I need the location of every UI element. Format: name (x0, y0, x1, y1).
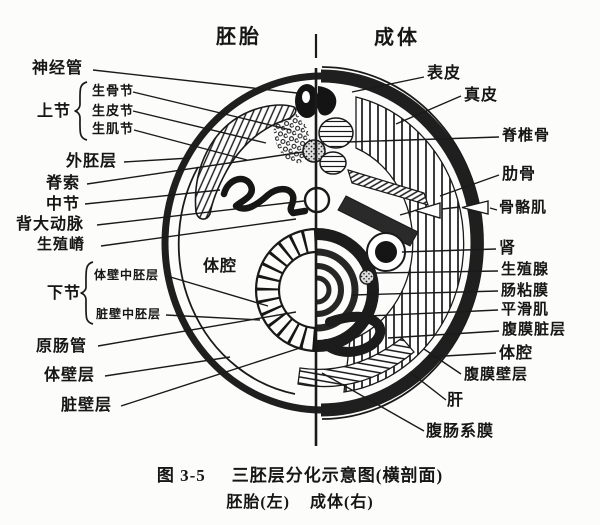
header-adult: 成体 (374, 27, 420, 49)
liver-shape (297, 337, 415, 388)
genital-ridge-ribbon (220, 175, 309, 217)
figure-subcaption: 胚胎(左) 成体(右) (0, 488, 600, 512)
label-dermis: 真皮 (464, 87, 499, 104)
vertebra-body (318, 117, 354, 149)
label-splanchnic-mesoderm: 脏壁中胚层 (96, 307, 162, 321)
label-dorsal-aorta: 背大动脉 (16, 216, 85, 233)
label-visceral-peritoneum: 腹膜脏层 (502, 322, 567, 338)
label-rib: 肋骨 (502, 166, 537, 183)
label-primitive-gut: 原肠管 (36, 338, 88, 355)
somite-crescent (194, 104, 297, 220)
gut-mucosa-2 (316, 263, 344, 317)
label-epidermis: 表皮 (427, 65, 462, 82)
label-vertebra: 脊椎骨 (502, 128, 551, 144)
label-smooth-muscle: 平滑肌 (501, 302, 550, 318)
label-parietal-peritoneum: 腹膜壁层 (464, 367, 529, 383)
label-somatic-layer: 体壁层 (44, 367, 96, 384)
deep-muscle-band (337, 195, 419, 247)
label-somatic-mesoderm: 体壁中胚层 (94, 268, 160, 282)
label-myotome: 生肌节 (92, 121, 135, 136)
label-hypomere: 下节 (47, 285, 82, 302)
label-ectoderm: 外胚层 (66, 153, 118, 170)
subcaption-embryo: 胚胎(左) (226, 494, 290, 511)
sclerotome-pebbles (273, 110, 311, 164)
gut-mucosa-3 (316, 275, 332, 305)
leader-lines-right (321, 76, 500, 432)
label-sclerotome: 生骨节 (92, 83, 135, 98)
hypomere-brace (80, 261, 94, 325)
label-mesomere: 中节 (46, 196, 81, 213)
dermis-ring (320, 69, 484, 417)
label-dermatome: 生皮节 (92, 103, 135, 118)
arrow-wedge-outer (461, 200, 489, 215)
label-neural-tube: 神经管 (32, 60, 84, 77)
label-splanchnic-layer: 脏壁层 (61, 397, 113, 414)
intestine-loop (321, 311, 386, 357)
epimere-brace (74, 81, 88, 141)
label-epimere: 上节 (37, 103, 72, 120)
arrow-wedge-inner (412, 202, 441, 219)
label-gonad: 生殖腺 (501, 262, 550, 278)
figure-caption: 图 3-5 三胚层分化示意图(横剖面) (0, 461, 600, 486)
figure-title: 三胚层分化示意图(横剖面) (231, 466, 444, 485)
label-coelom: 体腔 (499, 345, 534, 362)
kidney-core (375, 241, 397, 263)
figure-number: 图 3-5 (156, 466, 206, 485)
somatic-layer-line (177, 166, 296, 395)
label-ventral-mesentery: 腹肠系膜 (426, 423, 495, 440)
rib-shape (347, 169, 429, 206)
label-notochord: 脊索 (46, 175, 81, 192)
subcaption-adult: 成体(右) (310, 494, 374, 511)
gut-outer-left (254, 227, 318, 353)
ectoderm-ring (161, 72, 323, 414)
label-genital-ridge: 生殖嵴 (37, 237, 86, 253)
vertebra-top (318, 86, 337, 116)
label-liver: 肝 (447, 392, 465, 409)
gonad-shape (359, 269, 375, 285)
leader-lines-left (84, 69, 305, 407)
gut-lumen-left (277, 250, 318, 330)
notochord-shape (302, 139, 326, 163)
vertebra-body-2 (319, 151, 347, 175)
label-skeletal-muscle: 骨骼肌 (499, 200, 548, 216)
gut-spokes (256, 229, 318, 351)
header-embryo: 胚胎 (216, 26, 262, 48)
label-coelom-inner: 体腔 (203, 258, 238, 275)
label-kidney: 肾 (499, 240, 517, 257)
gut-wall-right (316, 228, 379, 352)
label-intestinal-mucosa: 肠粘膜 (501, 283, 550, 299)
neural-canal (302, 91, 310, 103)
